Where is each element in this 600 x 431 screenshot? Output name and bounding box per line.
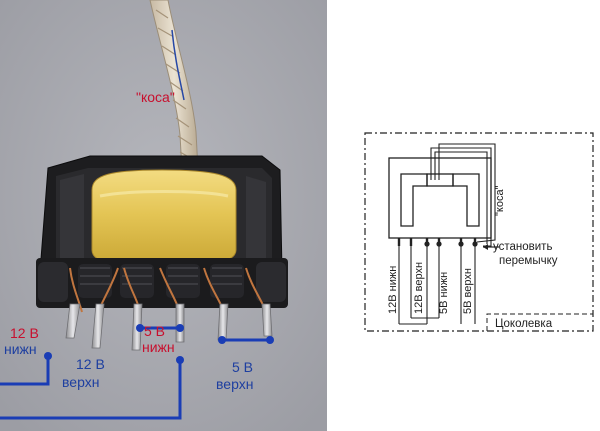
label-12v-upper-line2: верхн	[62, 374, 99, 390]
pin-12v-upper	[91, 303, 105, 349]
pin-label-5v-upper: 5В верхн	[462, 268, 474, 314]
pinout-caption: Цоколевка	[486, 313, 593, 331]
jumper-note-line1: установить	[493, 241, 552, 253]
schematic-frame	[364, 132, 594, 332]
pinout-caption-text: Цоколевка	[495, 318, 553, 330]
label-12v-upper-line1: 12 В	[76, 356, 105, 372]
pin-12v-lower	[65, 303, 81, 339]
pins	[65, 303, 273, 351]
pin-5v-lower	[175, 303, 185, 343]
cable-lines	[430, 143, 496, 247]
jumper-note-line2: перемычку	[499, 255, 558, 267]
pin-label-12v-upper: 12В верхн	[413, 262, 425, 314]
blue-wires	[0, 338, 270, 420]
wire-label: "коса"	[136, 89, 175, 105]
pin-leads	[398, 246, 476, 325]
pin-dots	[424, 241, 478, 247]
wire-5v-lower	[0, 360, 182, 420]
label-12v-lower-line1: 12 В	[10, 325, 39, 341]
pin-5v-upper-b	[261, 303, 273, 337]
schematic-wire-label: "коса"	[494, 185, 506, 216]
pinout-schematic: "коса" установить перемычку 12В нижн 12В…	[327, 0, 600, 431]
pin-label-5v-lower: 5В нижн	[438, 272, 450, 314]
bobbin-base	[36, 258, 288, 308]
label-5v-lower-line1: 5 В	[144, 323, 165, 339]
label-12v-lower-line2: нижн	[4, 341, 37, 357]
pin-label-12v-lower: 12В нижн	[387, 266, 399, 314]
label-5v-upper-line2: верхн	[216, 376, 253, 392]
label-5v-upper-line1: 5 В	[232, 359, 253, 375]
label-5v-lower-line2: нижн	[142, 339, 175, 355]
transformer-photo: "коса" 12 В нижн 12 В верхн 5 В нижн 5 В…	[0, 0, 327, 431]
pin-5v-upper-a	[217, 303, 229, 341]
wire-12v-lower	[0, 356, 50, 386]
coil-winding	[91, 169, 237, 267]
